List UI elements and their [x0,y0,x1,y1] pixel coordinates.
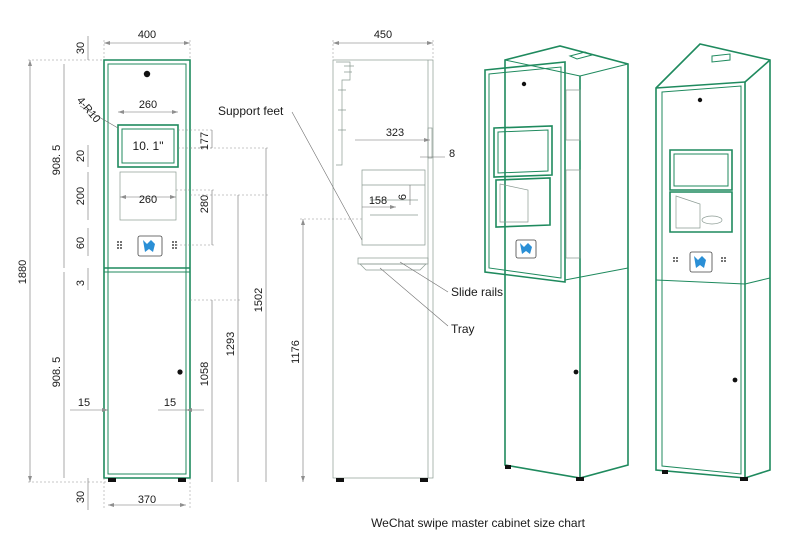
dim-cavity-height-right: 280 [199,195,211,213]
iso-closed-qr-badge-icon [694,256,706,268]
dim-upper-section: 908. 5 [51,145,63,176]
front-screen-frame [117,124,179,168]
dim-cavity-width: 260 [139,194,157,206]
side-cabinet-body [332,59,434,479]
dim-screen-width: 260 [139,99,157,111]
front-cavity-frame [119,171,177,221]
front-cabinet-inner-frame [107,63,187,475]
isometric-closed-cabinet [655,43,771,481]
diagram-caption: WeChat swipe master cabinet size chart [371,516,586,530]
dim-height-1293: 1293 [225,332,237,356]
dim-offset-8: 8 [449,148,455,160]
side-slide-rails [357,257,429,265]
iso-closed-screen [669,149,733,191]
side-view: 450 323 8 6 158 1176 Support feet Slide … [218,29,503,482]
dim-radius: 4-R10 [74,95,102,126]
dim-height-1058: 1058 [199,362,211,386]
front-foot-left [108,478,116,482]
dim-bottom-width: 370 [138,494,156,506]
iso-open-qr-badge-icon [520,243,532,254]
dim-tray-inner: 158 [369,195,387,207]
dim-gap-3: 3 [75,280,87,286]
iso-open-door [484,61,566,283]
dim-screen-height: 177 [199,132,211,150]
side-tray [359,263,427,271]
dim-tray-depth: 323 [386,127,404,139]
front-cabinet-body [103,59,191,479]
side-tray-box [361,169,426,246]
front-screen-display [121,128,175,164]
front-qr-badge-icon [143,240,155,252]
dim-inset-left: 15 [78,397,90,409]
iso-open-cabinet-body [504,45,629,479]
front-camera-icon [143,70,151,78]
screen-size-label: 10. 1" [133,139,164,153]
front-view: 400 370 30 30 1880 908. 5 908. 5 20 200 … [17,29,270,510]
front-speaker-grill-left-icon [117,241,122,249]
iso-open-cavity [495,177,551,228]
front-foot-right [178,478,186,482]
dim-top-gap: 30 [75,42,87,54]
callout-slide-rails: Slide rails [451,285,503,299]
dim-bottom-gap: 30 [75,491,87,503]
iso-closed-cabinet-body [655,43,771,479]
iso-open-screen [493,125,553,178]
dim-overall-height: 1880 [17,260,29,284]
dim-inset-right: 15 [164,397,176,409]
callout-support-feet: Support feet [218,104,284,118]
dim-top-width: 400 [138,29,156,41]
callout-tray: Tray [451,322,475,336]
dim-gap-20: 20 [75,150,87,162]
dim-cavity-height: 200 [75,187,87,205]
dim-tray-height: 1176 [290,340,302,364]
dim-gap-60: 60 [75,237,87,249]
side-internal-cabling [336,61,351,166]
dim-lower-section: 908. 5 [51,357,63,388]
isometric-open-cabinet [484,45,629,481]
dim-offset-6: 6 [397,194,409,200]
dim-height-1502: 1502 [253,288,265,312]
dim-side-depth: 450 [374,29,392,41]
iso-closed-cavity [669,191,733,233]
front-lock-icon [177,369,183,375]
front-qr-badge-frame [137,235,163,257]
